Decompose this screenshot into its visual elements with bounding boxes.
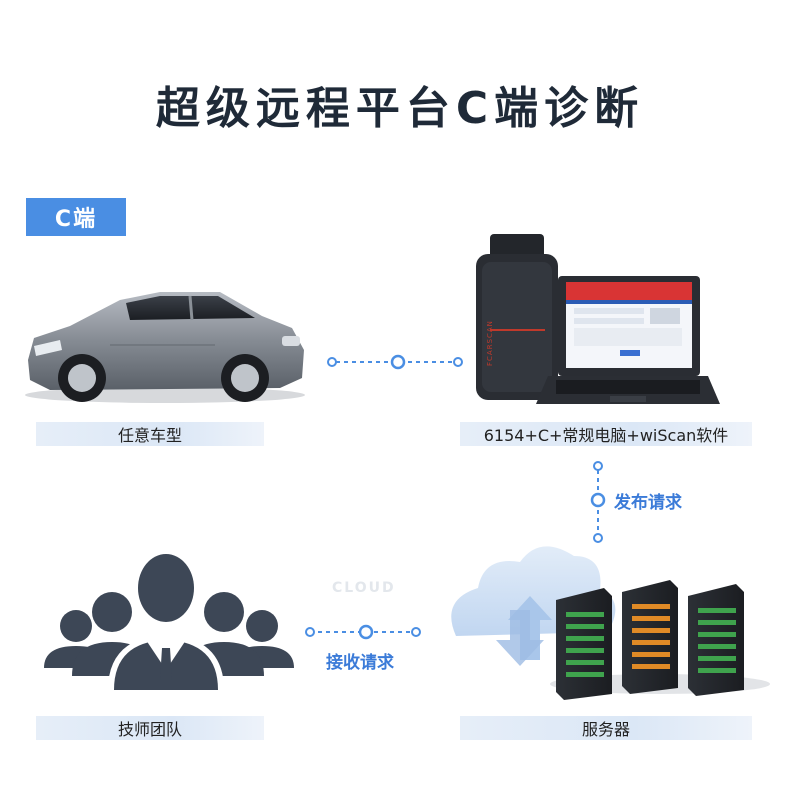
label-team: 技师团队	[36, 716, 264, 740]
device-brand: FCARSCAN	[486, 320, 494, 366]
c-side-tag: C端	[26, 198, 126, 236]
connector-publish-label: 发布请求	[614, 493, 682, 513]
cloud-text: CLOUD	[332, 580, 396, 596]
page-title: 超级远程平台C端诊断	[155, 83, 645, 134]
label-server: 服务器	[460, 716, 752, 740]
label-device: 6154+C+常规电脑+wiScan软件	[460, 422, 752, 446]
connector-receive-label: 接收请求	[326, 653, 394, 673]
label-car: 任意车型	[36, 422, 264, 446]
